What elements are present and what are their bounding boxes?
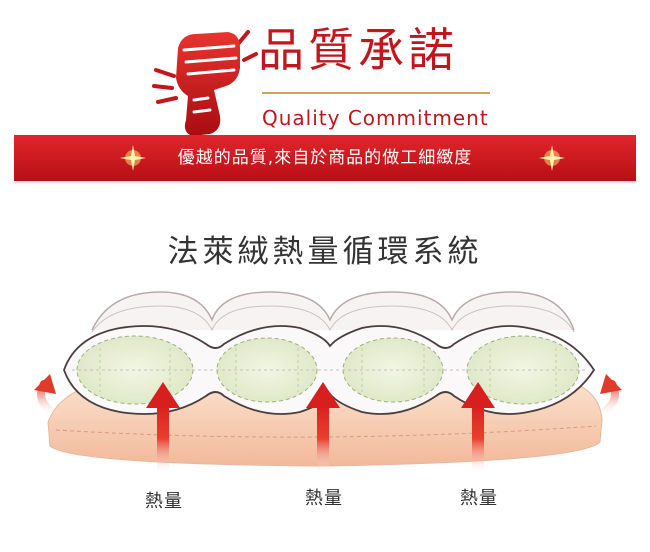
heat-return-arrow-left: [34, 374, 62, 420]
heat-label: 熱量: [305, 488, 343, 509]
heat-label: 熱量: [145, 491, 183, 512]
page-title: 品質承諾: [258, 23, 458, 77]
sparkle-icon: [120, 145, 146, 171]
slogan-banner: 優越的品質,來自於商品的做工細緻度: [14, 135, 636, 181]
heat-arrow: [461, 382, 495, 474]
heat-label: 熱量: [460, 488, 498, 509]
heat-arrow: [306, 382, 340, 474]
sparkle-icon: [539, 145, 565, 171]
page-subtitle: Quality Commitment: [262, 106, 489, 130]
heat-cycle-diagram: [34, 291, 622, 474]
title-divider: [262, 92, 490, 94]
fist-icon: [152, 30, 258, 136]
diagram-title: 法萊絨熱量循環系統: [167, 234, 483, 270]
banner-text: 優越的品質,來自於商品的做工細緻度: [177, 148, 473, 168]
quilt-top-layer: [91, 291, 575, 333]
quilt-body: [63, 325, 596, 415]
heat-return-arrow-right: [594, 374, 622, 420]
heat-arrow: [146, 382, 180, 474]
